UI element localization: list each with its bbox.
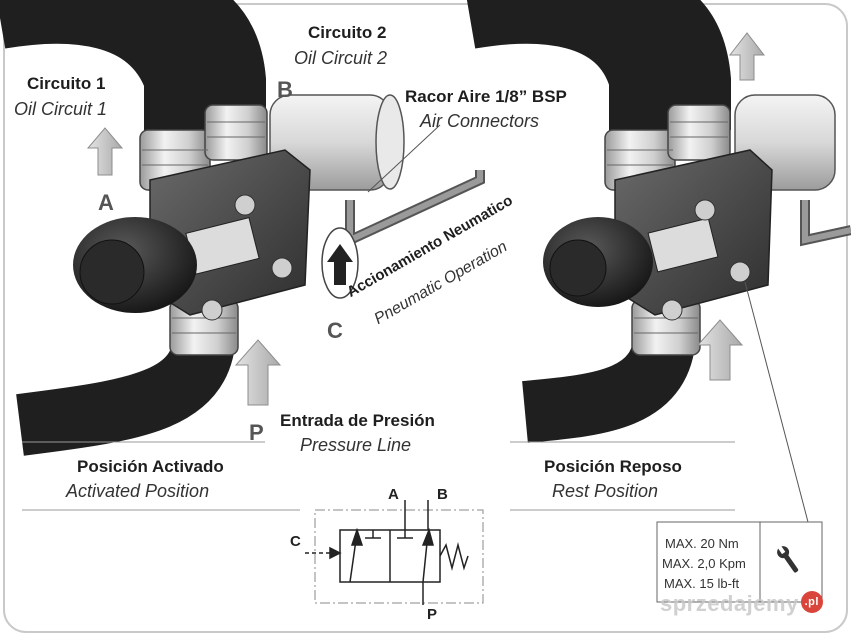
connector-label-en: Air Connectors [420, 111, 540, 131]
outer-frame [3, 3, 848, 633]
left-valve-assembly [0, 0, 485, 456]
rest-position-en: Rest Position [552, 481, 659, 501]
right-hose-a [466, 0, 671, 150]
watermark-text: sprzedajemy [660, 591, 799, 616]
torque-leader-line [744, 281, 809, 523]
right-valve-assembly [466, 0, 851, 523]
torque-lbft: MAX. 15 lb-ft [664, 576, 740, 591]
port-a-label: A [98, 190, 114, 215]
schematic-port-b: B [437, 486, 448, 503]
activated-position-es: Posición Activado [77, 457, 224, 476]
right-torque-bolt [729, 261, 751, 283]
valve-schematic-symbol [305, 500, 484, 605]
left-arrow-p [234, 339, 282, 406]
port-b-label: B [277, 77, 293, 102]
right-nameplate [647, 217, 719, 273]
right-hose-b [610, 0, 731, 130]
left-hose-a [0, 0, 206, 150]
connector-label-es: Racor Aire 1/8” BSP [405, 87, 567, 106]
circuit1-label-es: Circuito 1 [27, 74, 106, 93]
watermark: sprzedajemy.pl [660, 591, 823, 617]
schematic-port-c: C [290, 533, 301, 550]
circuit1-label-en: Oil Circuit 1 [14, 99, 108, 119]
left-arrow-a [86, 127, 124, 176]
schematic-port-a: A [388, 486, 399, 503]
schematic-port-p: P [427, 606, 438, 623]
right-fitting-b [667, 104, 731, 161]
torque-spec-box [656, 521, 823, 603]
torque-nm: MAX. 20 Nm [665, 536, 739, 551]
right-arrow-p [696, 319, 744, 381]
schematic-dashdot-frame [314, 509, 484, 604]
circuit2-label-es: Circuito 2 [308, 23, 387, 42]
torque-kpm: MAX. 2,0 Kpm [662, 556, 746, 571]
left-hose-b [140, 0, 266, 130]
activated-position-en: Activated Position [66, 481, 210, 501]
pressure-label-es: Entrada de Presión [280, 411, 435, 430]
left-fitting-b [204, 104, 268, 161]
port-c-label: C [327, 318, 343, 343]
circuit2-label-en: Oil Circuit 2 [294, 48, 388, 68]
watermark-badge: .pl [800, 591, 823, 613]
port-p-label: P [249, 420, 264, 445]
right-arrow-b [728, 32, 766, 81]
wrench-icon [776, 544, 799, 573]
pressure-label-en: Pressure Line [300, 435, 412, 455]
rest-position-es: Posición Reposo [544, 457, 682, 476]
